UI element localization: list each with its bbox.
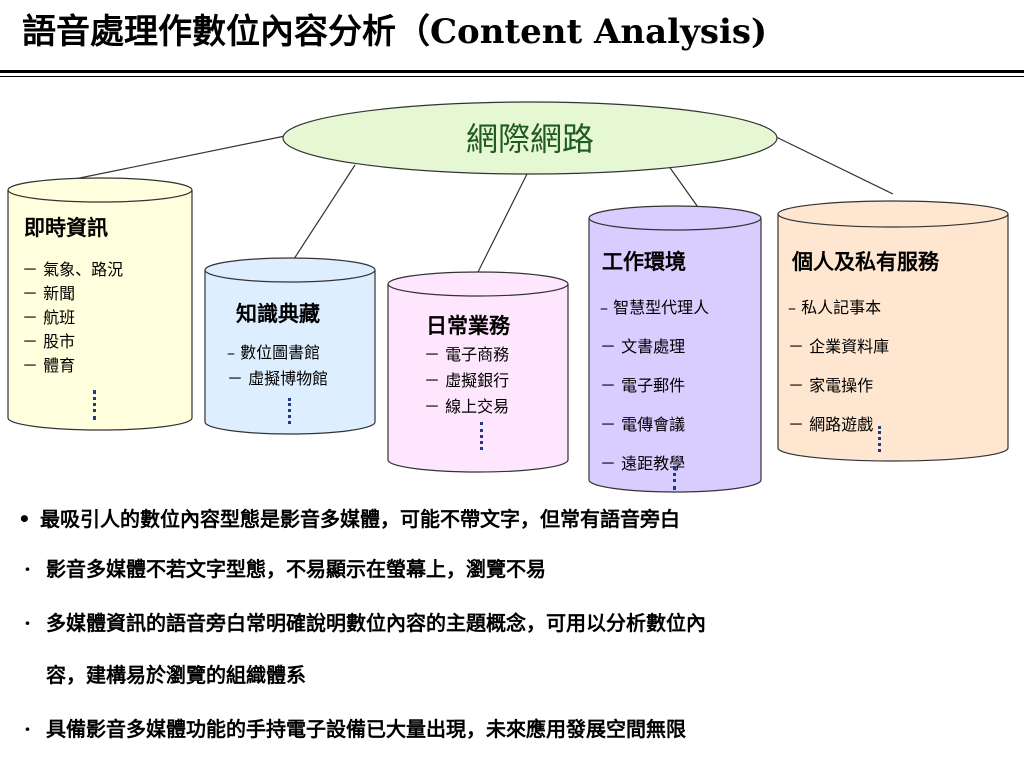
more-dots-icon bbox=[878, 426, 881, 452]
list-item: – 數位圖書館 bbox=[227, 343, 321, 362]
list-item: － 文書處理 bbox=[600, 337, 686, 356]
more-dots-icon bbox=[673, 466, 676, 490]
bullet-dot-icon: • bbox=[18, 507, 31, 531]
cylinder-work bbox=[588, 205, 762, 493]
cylinder-title-knowledge: 知識典藏 bbox=[236, 301, 320, 326]
list-item: － 虛擬銀行 bbox=[424, 371, 510, 390]
cylinder-list-knowledge: – 數位圖書館 － 虛擬博物館 bbox=[227, 340, 328, 392]
list-item: － 股市 bbox=[22, 332, 76, 351]
hub-label: 網際網路 bbox=[466, 120, 594, 158]
list-item: － 氣象、路況 bbox=[22, 260, 124, 279]
more-dots-icon bbox=[93, 390, 96, 420]
list-item: – 智慧型代理人 bbox=[600, 298, 710, 317]
cylinder-knowledge bbox=[204, 257, 376, 435]
cylinder-daily bbox=[387, 271, 569, 473]
bullet-continuation: 容，建構易於瀏覽的組織體系 bbox=[46, 659, 306, 688]
cylinder-personal bbox=[777, 200, 1009, 462]
connector-line bbox=[667, 164, 701, 211]
slide-title: 語音處理作數位內容分析（Content Analysis) bbox=[22, 12, 768, 52]
cylinder-title-daily: 日常業務 bbox=[426, 313, 510, 338]
bullet-text: 具備影音多媒體功能的手持電子設備已大量出現，未來應用發展空間無限 bbox=[46, 717, 686, 741]
title-rule-thick bbox=[0, 70, 1024, 73]
list-item: － 線上交易 bbox=[424, 397, 510, 416]
connector-line bbox=[475, 171, 529, 277]
bullet-dot-icon: · bbox=[24, 717, 31, 741]
connector-line bbox=[769, 133, 894, 195]
list-item: － 家電操作 bbox=[788, 376, 874, 395]
list-item: － 新聞 bbox=[22, 284, 76, 303]
list-item: － 航班 bbox=[22, 308, 76, 327]
list-item: － 電子商務 bbox=[424, 345, 510, 364]
bullet-text: 影音多媒體不若文字型態，不易顯示在螢幕上，瀏覽不易 bbox=[46, 557, 546, 581]
list-item: － 體育 bbox=[22, 356, 76, 375]
bullet-item: • 最吸引人的數位內容型態是影音多媒體，可能不帶文字，但常有語音旁白 bbox=[18, 503, 680, 532]
list-item: – 私人記事本 bbox=[788, 298, 882, 317]
more-dots-icon bbox=[480, 422, 483, 450]
cylinder-list-work: – 智慧型代理人 － 文書處理 － 電子郵件 － 電傳會議 － 遠距教學 bbox=[600, 288, 709, 483]
cylinder-list-personal: – 私人記事本 － 企業資料庫 － 家電操作 － 網路遊戲 bbox=[788, 288, 889, 444]
bullet-dot-icon: · bbox=[24, 557, 31, 581]
more-dots-icon bbox=[288, 398, 291, 424]
connector-line bbox=[291, 164, 356, 263]
bullet-text: 容，建構易於瀏覽的組織體系 bbox=[46, 663, 306, 687]
cylinder-title-instant: 即時資訊 bbox=[24, 215, 108, 240]
cylinder-title-personal: 個人及私有服務 bbox=[792, 249, 939, 274]
bullet-item: · 具備影音多媒體功能的手持電子設備已大量出現，未來應用發展空間無限 bbox=[24, 713, 686, 742]
bullet-text: 多媒體資訊的語音旁白常明確說明數位內容的主題概念，可用以分析數位內 bbox=[46, 611, 706, 635]
list-item: － 電子郵件 bbox=[600, 376, 686, 395]
bullet-item: · 多媒體資訊的語音旁白常明確說明數位內容的主題概念，可用以分析數位內 bbox=[24, 607, 706, 636]
cylinder-instant bbox=[7, 177, 193, 431]
connector-line bbox=[59, 135, 286, 183]
cylinder-list-instant: － 氣象、路況 － 新聞 － 航班 － 股市 － 體育 bbox=[22, 258, 123, 378]
bullet-text: 最吸引人的數位內容型態是影音多媒體，可能不帶文字，但常有語音旁白 bbox=[40, 507, 680, 531]
cylinder-list-daily: － 電子商務 － 虛擬銀行 － 線上交易 bbox=[424, 342, 509, 420]
hub-ellipse bbox=[282, 101, 778, 175]
bullet-item: · 影音多媒體不若文字型態，不易顯示在螢幕上，瀏覽不易 bbox=[24, 553, 546, 582]
title-rule-thin bbox=[0, 76, 1024, 77]
list-item: － 遠距教學 bbox=[600, 454, 686, 473]
bullet-dot-icon: · bbox=[24, 611, 31, 635]
list-item: － 企業資料庫 bbox=[788, 337, 890, 356]
cylinder-title-work: 工作環境 bbox=[602, 249, 686, 274]
list-item: － 虛擬博物館 bbox=[227, 369, 329, 388]
list-item: － 網路遊戲 bbox=[788, 415, 874, 434]
list-item: － 電傳會議 bbox=[600, 415, 686, 434]
